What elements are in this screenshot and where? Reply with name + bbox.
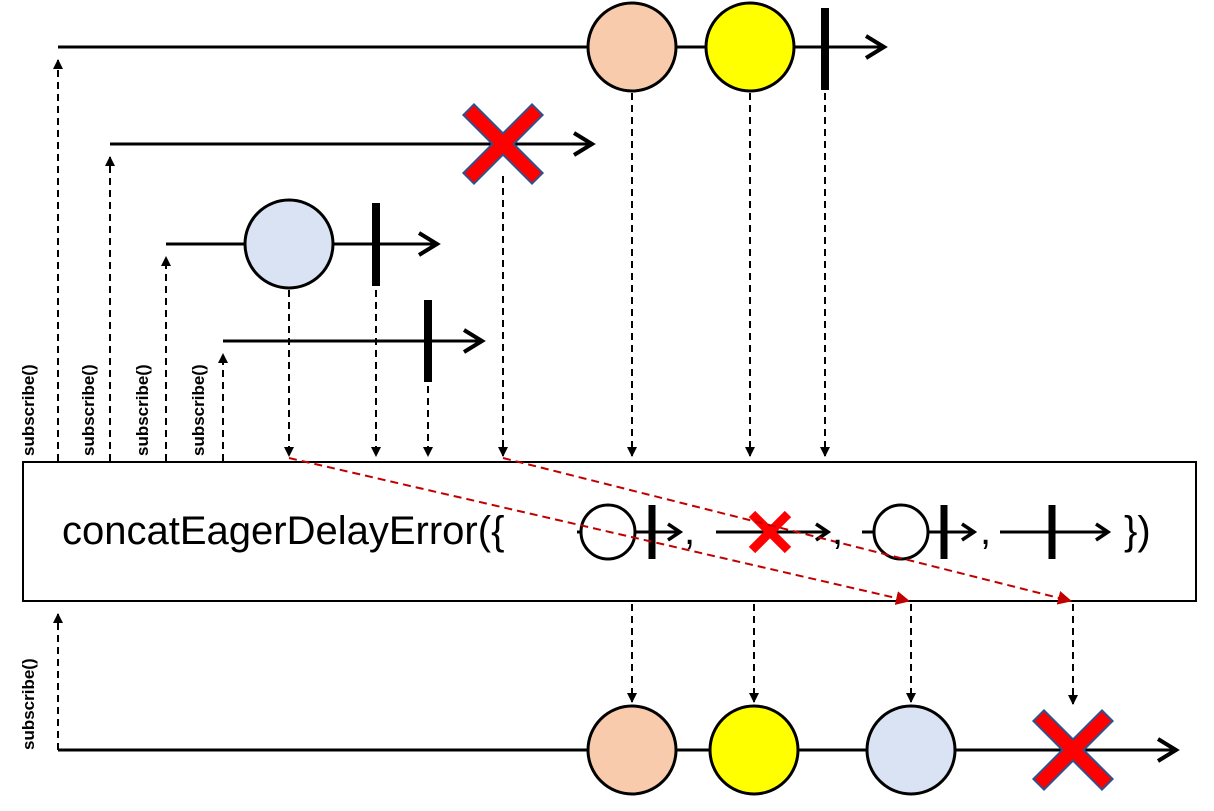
source-timeline-2 bbox=[110, 102, 596, 186]
operator-separator-2: , bbox=[832, 509, 844, 553]
subscribe-label-source-3: subscribe() bbox=[133, 364, 152, 456]
subscribe-label-source-4: subscribe() bbox=[189, 364, 208, 456]
inline-source-4 bbox=[1000, 505, 1112, 559]
output-item-orange bbox=[586, 704, 678, 796]
operator-separator-1: , bbox=[684, 509, 696, 553]
source-1-item-orange bbox=[586, 1, 678, 93]
source-1-item-yellow bbox=[704, 1, 796, 93]
output-item-light-blue bbox=[865, 704, 957, 796]
source-3-item-light-blue bbox=[243, 198, 335, 290]
subscribe-label-source-2: subscribe() bbox=[79, 364, 98, 456]
source-timeline-1 bbox=[58, 1, 888, 93]
subscribe-label-source-1: subscribe() bbox=[19, 364, 38, 456]
operator-name: concatEagerDelayError({ bbox=[62, 509, 505, 553]
output-error-marker bbox=[1031, 708, 1115, 792]
subscribe-arrows bbox=[53, 59, 228, 750]
operator-separator-3: , bbox=[980, 509, 992, 553]
inline-source-3 bbox=[862, 503, 978, 561]
subscribe-label-output: subscribe() bbox=[19, 658, 38, 750]
source-2-error-marker bbox=[461, 102, 545, 186]
source-timeline-3 bbox=[166, 198, 441, 290]
output-item-yellow bbox=[708, 704, 800, 796]
emission-arrows bbox=[284, 93, 830, 457]
source-timeline-4 bbox=[223, 300, 486, 382]
output-emission-arrows bbox=[627, 604, 1078, 705]
operator-close: }) bbox=[1124, 509, 1151, 553]
delayed-arrows bbox=[288, 457, 1072, 605]
